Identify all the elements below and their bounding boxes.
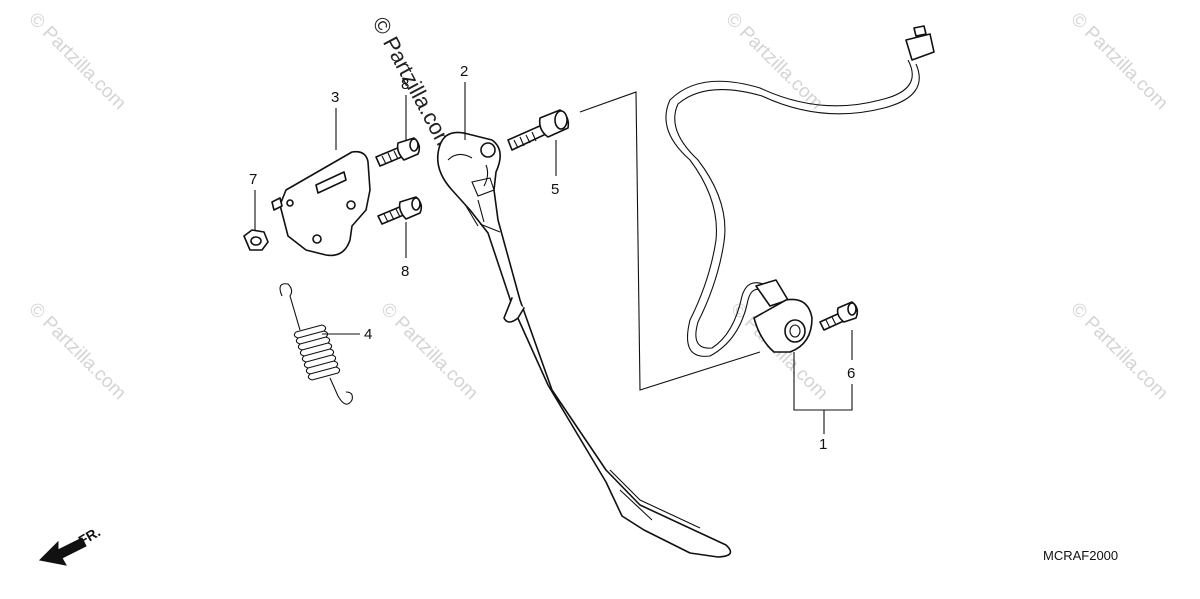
watermark-faded-7: © Partzilla.com [1066, 299, 1171, 404]
callout-8-upper: 8 [401, 76, 409, 93]
assembly-boundary-line [579, 91, 761, 391]
callout-1: 1 [819, 436, 827, 453]
front-direction-indicator: FR. [38, 523, 103, 566]
bracket-plate-3 [279, 150, 371, 257]
front-direction-arrow-icon [38, 537, 87, 566]
spring-4 [279, 283, 353, 405]
callout-6: 6 [847, 365, 855, 382]
bolt-5 [507, 109, 570, 151]
bolt-8-lower [377, 196, 423, 225]
watermark-faded-2: © Partzilla.com [721, 9, 826, 114]
watermark-main: © Partzilla.com [368, 13, 460, 156]
bolt-6 [819, 301, 859, 331]
watermark-group: © Partzilla.com © Partzilla.com © Partzi… [24, 9, 1171, 404]
bolt-8-upper [375, 137, 421, 167]
callout-3: 3 [331, 89, 339, 106]
callout-2: 2 [460, 63, 468, 80]
callout-4: 4 [364, 326, 372, 343]
callout-5: 5 [551, 181, 559, 198]
watermark-faded-5: © Partzilla.com [376, 299, 481, 404]
side-stand-2 [436, 131, 732, 558]
callout-8-lower: 8 [401, 263, 409, 280]
side-stand-switch-harness-1 [665, 25, 935, 357]
watermark-faded-4: © Partzilla.com [24, 299, 129, 404]
leader-lines [254, 82, 853, 434]
nut-7 [243, 197, 283, 251]
diagram-code: MCRAF2000 [1043, 548, 1118, 563]
watermark-faded-1: © Partzilla.com [24, 9, 129, 114]
watermark-faded-3: © Partzilla.com [1066, 9, 1171, 114]
callout-7: 7 [249, 171, 257, 188]
